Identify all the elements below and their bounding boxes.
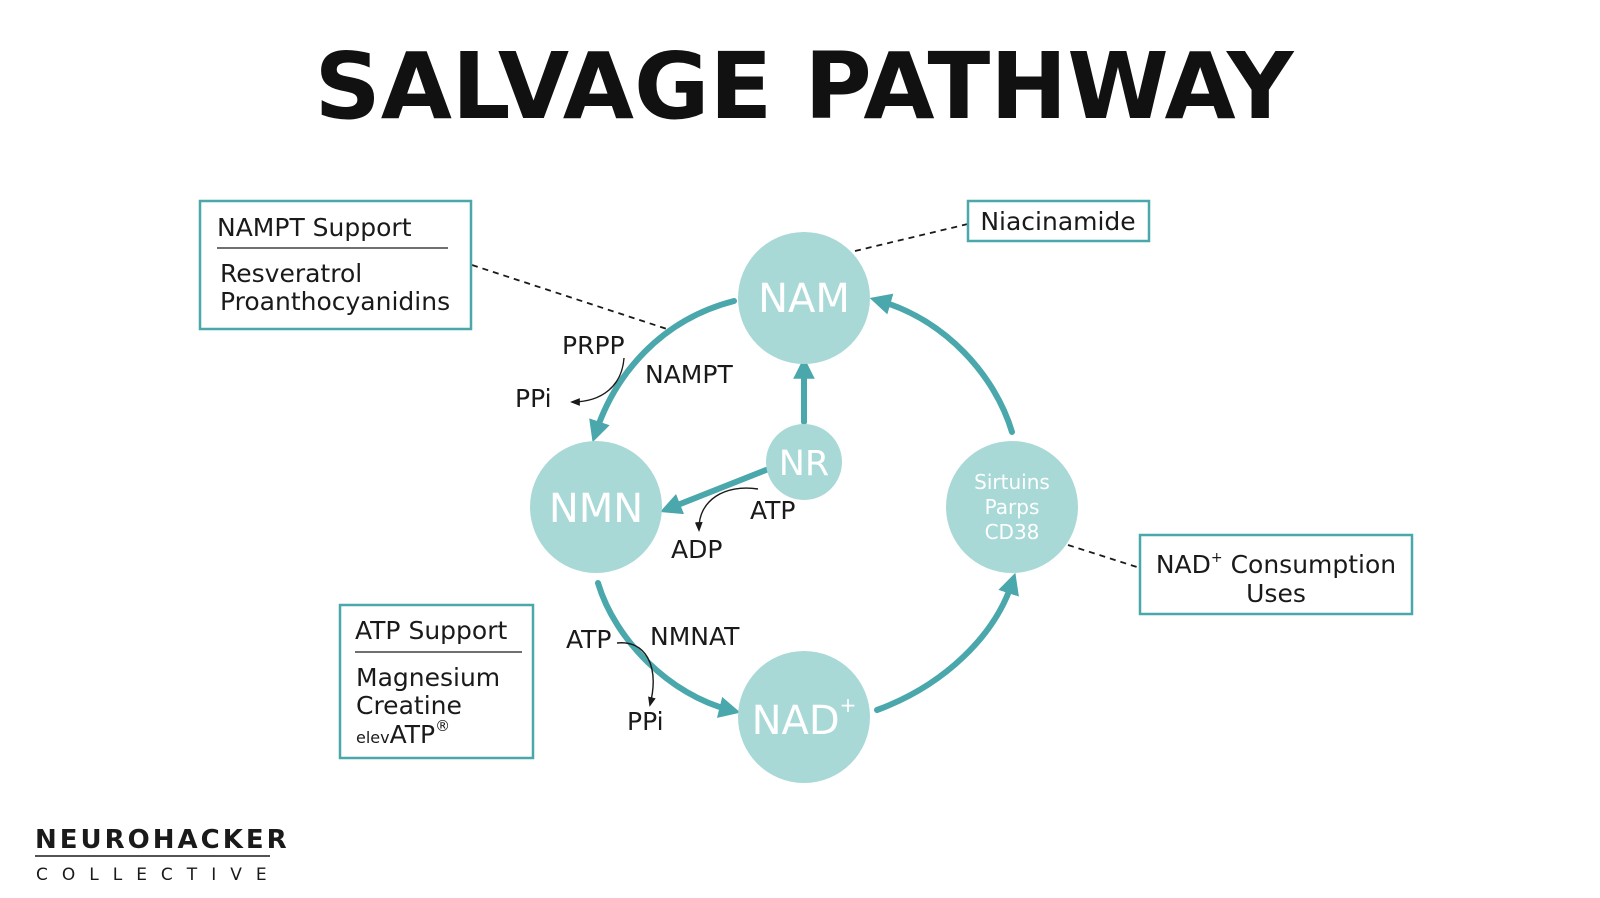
nmnat-input-label: ATP xyxy=(566,625,612,654)
consumers-to-nam-arrow xyxy=(869,293,1015,435)
nad-label: NAD+ xyxy=(752,693,857,744)
nmn-label: NMN xyxy=(549,486,643,532)
nampt-output-label: PPi xyxy=(515,384,552,413)
niacinamide-leader xyxy=(854,223,969,252)
nr-label: NR xyxy=(779,444,830,484)
nad-node: NAD+ xyxy=(738,651,870,783)
atp-ppi-arrow xyxy=(616,642,656,707)
nr-kinase-input-label: ATP xyxy=(750,496,796,525)
atp-support-item-magnesium: Magnesium xyxy=(356,663,500,692)
nmnat-enzyme-label: NMNAT xyxy=(650,622,740,651)
nmn-node: NMN xyxy=(530,441,662,573)
neurohacker-logo: NEUROHACKER COLLECTIVE xyxy=(35,825,290,885)
nam-node: NAM xyxy=(738,232,870,364)
logo-name: NEUROHACKER xyxy=(35,825,290,855)
niacinamide-box: Niacinamide xyxy=(966,199,1151,243)
nmnat-arrow xyxy=(595,580,741,718)
nampt-support-box: NAMPT Support Resveratrol Proanthocyanid… xyxy=(198,199,473,331)
nampt-enzyme-label: NAMPT xyxy=(645,360,733,389)
logo-sub: COLLECTIVE xyxy=(36,865,281,885)
atp-adp-arrow xyxy=(694,487,759,532)
nampt-support-item-resveratrol: Resveratrol xyxy=(220,259,362,288)
nr-to-nmn-arrow xyxy=(659,467,769,515)
niacinamide-label: Niacinamide xyxy=(980,207,1135,236)
atp-support-box: ATP Support Magnesium Creatine elevATP® xyxy=(338,603,535,760)
nampt-support-title: NAMPT Support xyxy=(217,213,412,242)
nampt-input-label: PRPP xyxy=(562,331,625,360)
consumer-cd38: CD38 xyxy=(985,520,1040,544)
nad-consumption-line2: Uses xyxy=(1246,579,1306,608)
nad-consumption-line1: NAD+ Consumption xyxy=(1156,550,1396,579)
nad-consumption-box: NAD+ Consumption Uses xyxy=(1138,533,1414,616)
nad-to-consumers-arrow xyxy=(874,572,1019,713)
atp-support-item-creatine: Creatine xyxy=(356,691,462,720)
atp-support-title: ATP Support xyxy=(355,616,507,645)
page-title: SALVAGE PATHWAY xyxy=(314,33,1294,140)
nampt-support-leader xyxy=(471,264,671,331)
consumers-node: Sirtuins Parps CD38 xyxy=(946,441,1078,573)
nad-consumption-leader xyxy=(1067,544,1141,569)
consumer-parps: Parps xyxy=(985,495,1040,519)
nmnat-output-label: PPi xyxy=(627,707,664,736)
nr-kinase-output-label: ADP xyxy=(671,535,722,564)
nampt-support-item-proanthocyanidins: Proanthocyanidins xyxy=(220,287,450,316)
consumer-sirtuins: Sirtuins xyxy=(974,470,1050,494)
nam-label: NAM xyxy=(758,276,850,322)
atp-support-item-elevatp: elevATP® xyxy=(356,717,450,749)
nampt-arrow xyxy=(589,298,737,443)
nr-node: NR xyxy=(766,424,842,500)
prpp-ppi-arrow xyxy=(570,357,625,406)
